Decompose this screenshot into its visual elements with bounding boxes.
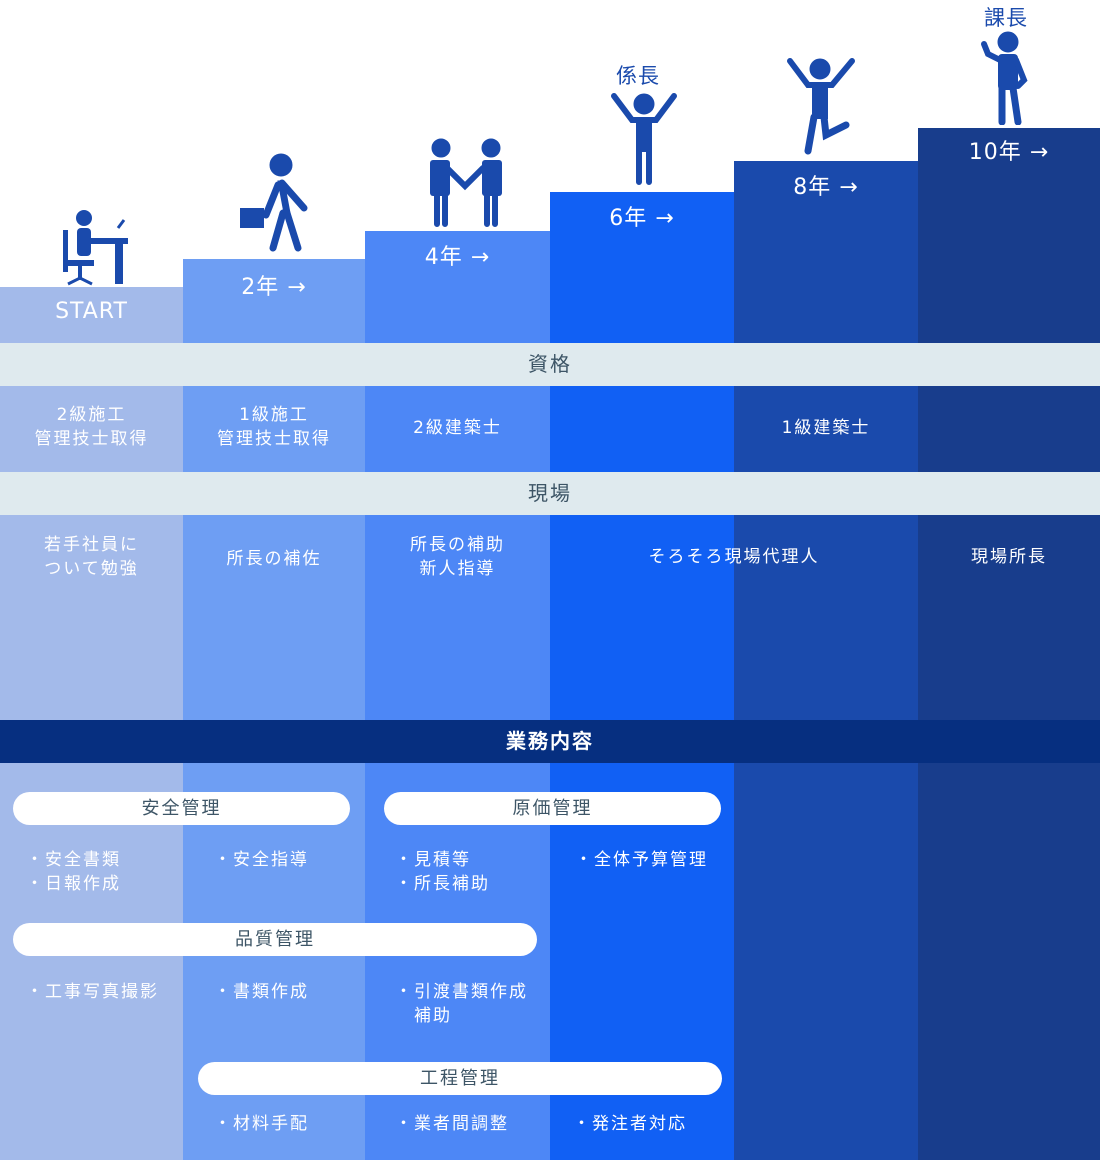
band-duties: 業務内容 [0, 720, 1100, 763]
cheering-person-icon [611, 93, 677, 185]
band-qualifications: 資格 [0, 343, 1100, 386]
step-label: 4年 → [424, 245, 491, 270]
step-label: 2年 → [241, 275, 307, 300]
qualification-cell: 2級建築士 [413, 418, 502, 438]
desk-worker-icon [63, 210, 128, 286]
task-item: ・書類作成 [214, 982, 309, 1002]
task-item: ・引渡書類作成 補助 [395, 982, 528, 1026]
category-quality: 品質管理 [13, 923, 537, 956]
title-kakaricho: 係長 [616, 64, 660, 88]
category-safety: 安全管理 [13, 792, 350, 825]
task-item: ・工事写真撮影 [26, 982, 159, 1002]
step-label: 6年 → [609, 206, 675, 231]
column-8y: 8年 → [734, 161, 918, 1160]
task-item: ・安全指導 [214, 850, 309, 870]
manager-person-icon [981, 31, 1028, 125]
field-cell: 所長の補助 新人指導 [410, 535, 505, 579]
walking-businessman-icon [240, 153, 308, 252]
task-item: ・材料手配 [214, 1114, 309, 1134]
band-field: 現場 [0, 472, 1100, 515]
field-cell: そろそろ現場代理人 [648, 547, 820, 567]
step-label: 10年 → [968, 140, 1050, 165]
field-cell: 所長の補佐 [226, 549, 322, 569]
column-10y: 10年 → [918, 128, 1100, 1160]
field-cell: 若手社員に ついて勉強 [44, 535, 139, 579]
task-item: ・見積等 ・所長補助 [395, 850, 490, 894]
field-cell: 現場所長 [971, 547, 1047, 567]
qualification-cell: 1級施工 管理技士取得 [217, 405, 331, 449]
qualification-cell: 1級建築士 [781, 418, 871, 438]
column-6y: 6年 → [550, 192, 734, 1160]
category-cost: 原価管理 [384, 792, 721, 825]
title-kacho: 課長 [984, 6, 1028, 30]
task-item: ・発注者対応 [573, 1114, 687, 1134]
jumping-person-icon [787, 58, 855, 155]
handshake-icon [430, 138, 502, 227]
task-item: ・全体予算管理 [575, 850, 708, 870]
step-label: 8年 → [793, 175, 859, 200]
category-schedule: 工程管理 [198, 1062, 722, 1095]
qualification-cell: 2級施工 管理技士取得 [34, 405, 149, 449]
column-2y: 2年 → [183, 259, 365, 1160]
step-label: START [55, 299, 128, 324]
task-item: ・業者間調整 [395, 1114, 509, 1134]
task-item: ・安全書類 ・日報作成 [26, 850, 121, 894]
